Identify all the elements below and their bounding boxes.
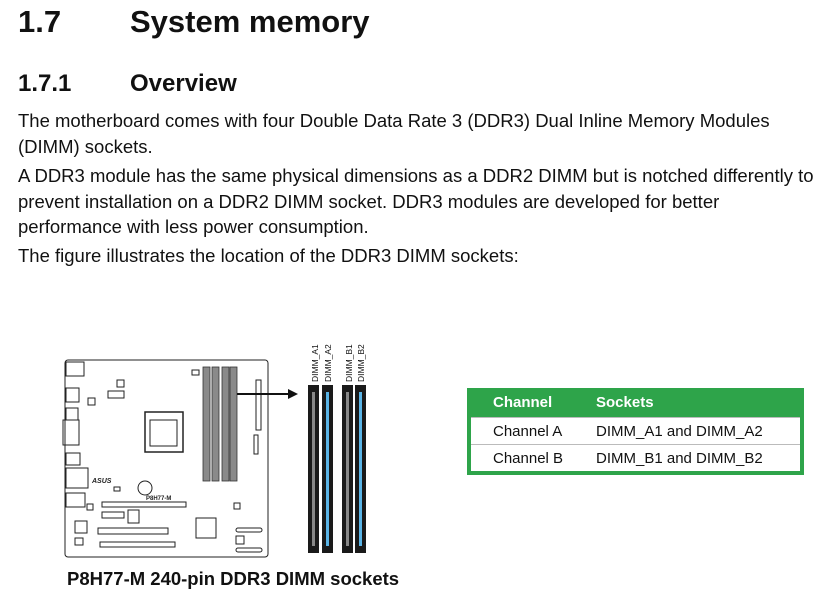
dimm-a1-label: DIMM_A1 [310,344,320,382]
board-dimm-slots [202,366,238,482]
dimm-b2-label: DIMM_B2 [356,344,366,382]
subsection-number: 1.7.1 [18,70,72,97]
cell-sockets: DIMM_B1 and DIMM_B2 [596,444,800,471]
section-title: System memory [130,4,370,39]
figure-caption: P8H77-M 240-pin DDR3 DIMM sockets [67,568,400,589]
cell-channel: Channel B [471,444,596,471]
dimm-b1-label: DIMM_B1 [344,344,354,382]
paragraph-ddr3: A DDR3 module has the same physical dime… [18,165,814,237]
table-header-row: Channel Sockets [471,388,800,418]
table-row: Channel A DIMM_A1 and DIMM_A2 [471,417,800,445]
section-number: 1.7 [18,4,62,39]
subsection-title: Overview [130,70,237,97]
motherboard-diagram: ASUS P8H77-M DIMM_A1 DIMM_A2 DIMM_B1 DIM… [62,344,366,558]
arrow-head-icon [288,389,298,399]
battery-icon [137,480,153,496]
header-sockets: Sockets [596,388,800,418]
paragraph-figure-intro: The figure illustrates the location of t… [18,245,519,266]
table-row: Channel B DIMM_B1 and DIMM_B2 [471,444,800,471]
header-channel: Channel [471,388,596,418]
cell-channel: Channel A [471,417,596,445]
board-model-label: P8H77-M [146,496,171,502]
dimm-sockets [308,385,366,553]
asus-logo: ASUS [91,478,112,485]
cell-sockets: DIMM_A1 and DIMM_A2 [596,417,800,445]
dimm-a2-label: DIMM_A2 [323,344,333,382]
paragraph-intro: The motherboard comes with four Double D… [18,110,770,157]
board-outline [64,359,269,558]
channel-table: Channel Sockets Channel A DIMM_A1 and DI… [467,388,804,475]
